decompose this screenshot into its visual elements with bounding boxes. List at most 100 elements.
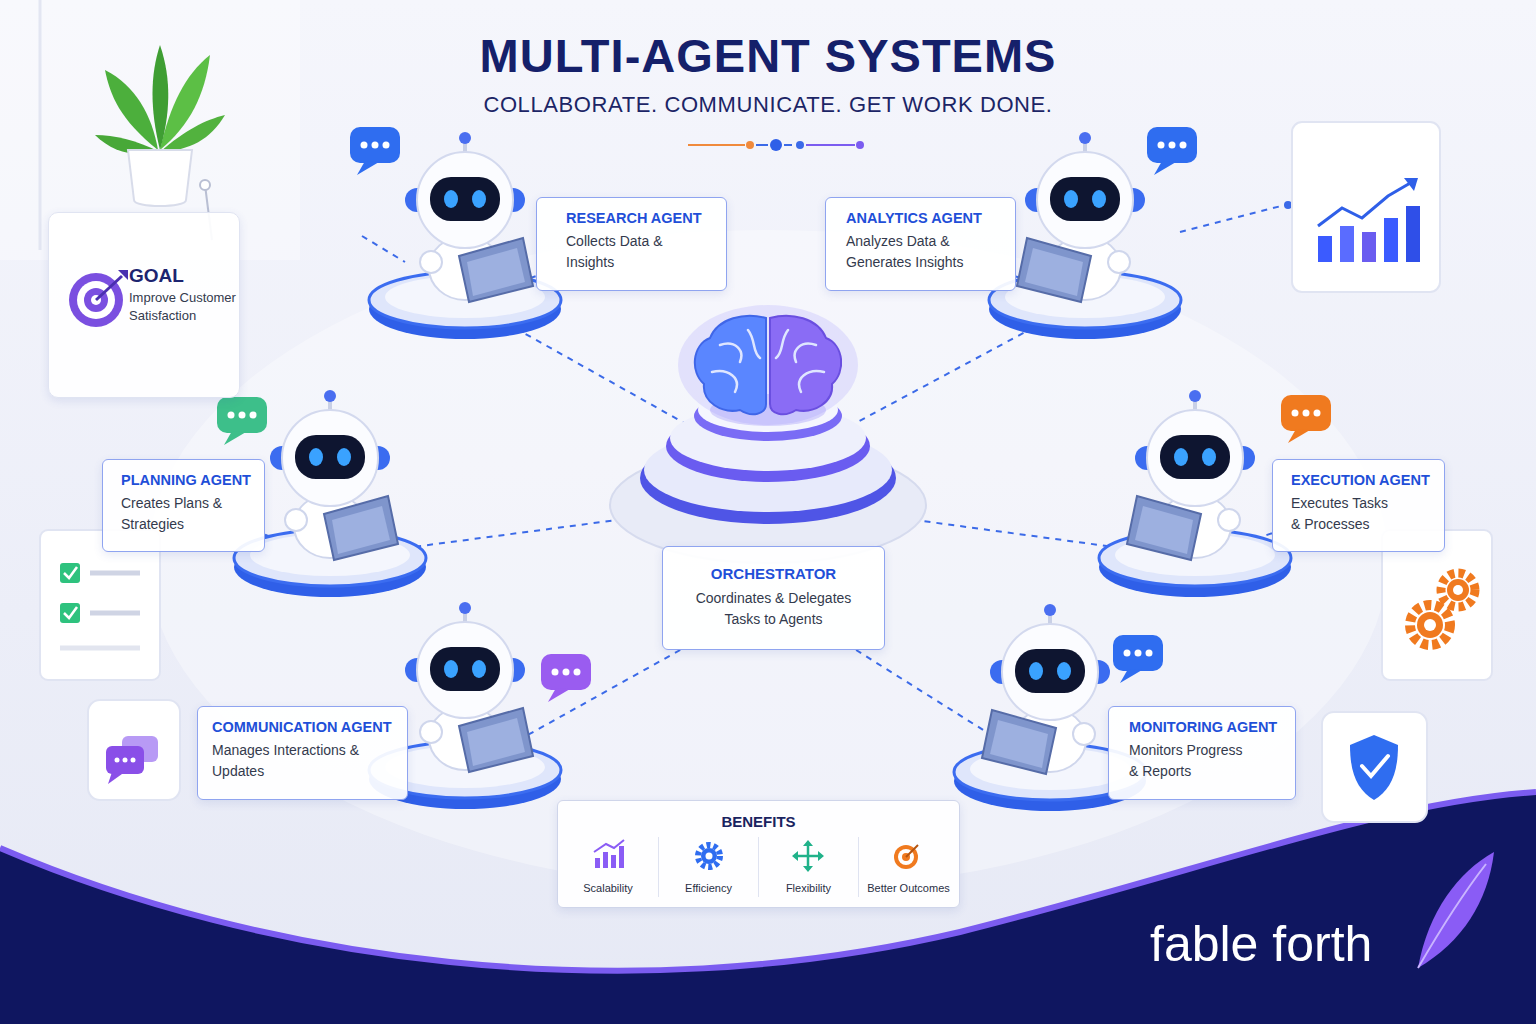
title-divider-part [746, 141, 754, 149]
chat-card-part [88, 700, 180, 800]
node-text: Efficiency [658, 837, 758, 897]
robots-part [1099, 390, 1291, 597]
checklist-card-part [64, 607, 77, 618]
checklist-card-part [60, 603, 80, 623]
plant-part [200, 180, 210, 190]
plant-part [160, 55, 210, 150]
checklist-card [40, 530, 160, 680]
shield-card-part [1350, 735, 1398, 800]
chart-card-part [1362, 232, 1376, 262]
brain-icon [678, 305, 858, 425]
gears-card [1382, 530, 1492, 680]
node-text: Coordinates & Delegates Tasks to Agents [686, 588, 861, 630]
plant-part [128, 150, 192, 206]
node-text: Executes Tasks & Processes [1291, 493, 1397, 535]
speech-bubbles-part [1113, 635, 1163, 683]
feather-logo [1418, 852, 1494, 968]
speech-bubbles-part [217, 397, 267, 445]
node-text: Scalability [558, 837, 658, 897]
dashed-connector [856, 650, 1108, 772]
central-platform-part [640, 432, 896, 524]
orchestrator-box: ORCHESTRATORCoordinates & Delegates Task… [662, 546, 885, 650]
node-text: Flexibility [758, 837, 858, 897]
shield-card [1322, 712, 1427, 822]
central-platform-part [670, 405, 866, 471]
floor-glow [148, 230, 1388, 890]
shield-card-part [1362, 756, 1388, 776]
node-heading: BENEFITS [558, 813, 959, 830]
extra-dashed-lines-part [362, 236, 405, 262]
chart-card-part [1384, 218, 1398, 262]
brand-watermark: fable forth [1150, 915, 1372, 973]
node-text: Creates Plans & Strategies [121, 493, 223, 535]
chat-card-part [131, 758, 136, 763]
agent-box: EXECUTION AGENT Executes Tasks & Processe… [1272, 459, 1445, 552]
extra-dashed-lines-part [1284, 201, 1292, 209]
speech-bubbles-part [1147, 127, 1197, 175]
node-text: Improve Customer Satisfaction [129, 289, 247, 325]
plant-part [153, 45, 169, 150]
gears-card-part [1410, 605, 1450, 645]
chart-card-part [1340, 226, 1354, 262]
extra-dashed-lines-part [1180, 205, 1285, 232]
brain-icon-part [770, 316, 841, 414]
chart-card [1292, 122, 1440, 292]
speech-bubbles-part [350, 127, 400, 175]
dashed-connector [768, 277, 1085, 547]
checklist-card-part [40, 530, 160, 680]
dashed-connector [408, 650, 680, 770]
node-text: Monitors Progress & Reports [1129, 740, 1253, 782]
plant [95, 45, 225, 240]
agent-box: PLANNING AGENT Creates Plans & Strategies [102, 459, 265, 552]
shield-card-part [1322, 712, 1427, 822]
title-divider-part [688, 144, 745, 146]
node-heading: COMMUNICATION AGENT [212, 719, 401, 735]
central-platform-part [644, 428, 892, 512]
checklist-card-part [60, 563, 80, 583]
diagram-title: MULTI-AGENT SYSTEMS [0, 28, 1536, 83]
title-divider-part [796, 141, 804, 149]
plant-part [95, 135, 160, 154]
goal-card: GOALImprove Customer Satisfaction [48, 212, 240, 398]
title-divider-part [806, 144, 855, 146]
speech-bubbles [217, 127, 1331, 702]
checklist-card-part [60, 646, 140, 651]
chat-card-part [108, 772, 122, 784]
plant-part [160, 115, 225, 152]
node-text: Better Outcomes [858, 837, 958, 897]
feather-logo-part [1418, 864, 1486, 968]
feather-logo-part [1418, 852, 1494, 968]
gears-card-part [1447, 579, 1469, 601]
central-platform-part [710, 394, 826, 426]
checklist-card-part [90, 611, 140, 616]
node-heading: ANALYTICS AGENT [846, 210, 1007, 226]
node-heading: GOAL [129, 265, 231, 287]
node-heading: EXECUTION AGENT [1291, 472, 1436, 488]
chart-card-part [1292, 122, 1440, 292]
agent-box: MONITORING AGENT Monitors Progress & Repo… [1108, 706, 1296, 800]
central-platform-part [694, 391, 842, 441]
gears-card-part [1424, 619, 1436, 631]
navy-band [0, 792, 1536, 1024]
title-divider-part [856, 141, 864, 149]
chat-card-part [122, 736, 158, 762]
agent-box: ANALYTICS AGENTAnalyzes Data & Generates… [825, 197, 1016, 291]
gears-card-part [1382, 530, 1492, 680]
central-platform-part [698, 388, 838, 432]
speech-bubbles-part [1281, 395, 1331, 443]
central-platform [610, 388, 926, 563]
agent-box: COMMUNICATION AGENT Manages Interactions … [197, 706, 408, 800]
chat-card-part [106, 746, 144, 774]
checklist-card-part [90, 571, 140, 576]
checklist-card-part [64, 567, 77, 578]
chart-card-part [1318, 182, 1412, 226]
node-heading: PLANNING AGENT [121, 472, 256, 488]
title-divider-part [756, 144, 768, 146]
dashed-connector [465, 276, 771, 546]
node-text: Manages Interactions & Updates [212, 740, 362, 782]
agent-box: RESEARCH AGENTCollects Data & Insights [536, 197, 727, 291]
title-divider-part [784, 144, 792, 146]
chart-card-part [1318, 236, 1332, 262]
robots-part [369, 132, 561, 339]
node-heading: MONITORING AGENT [1129, 719, 1287, 735]
